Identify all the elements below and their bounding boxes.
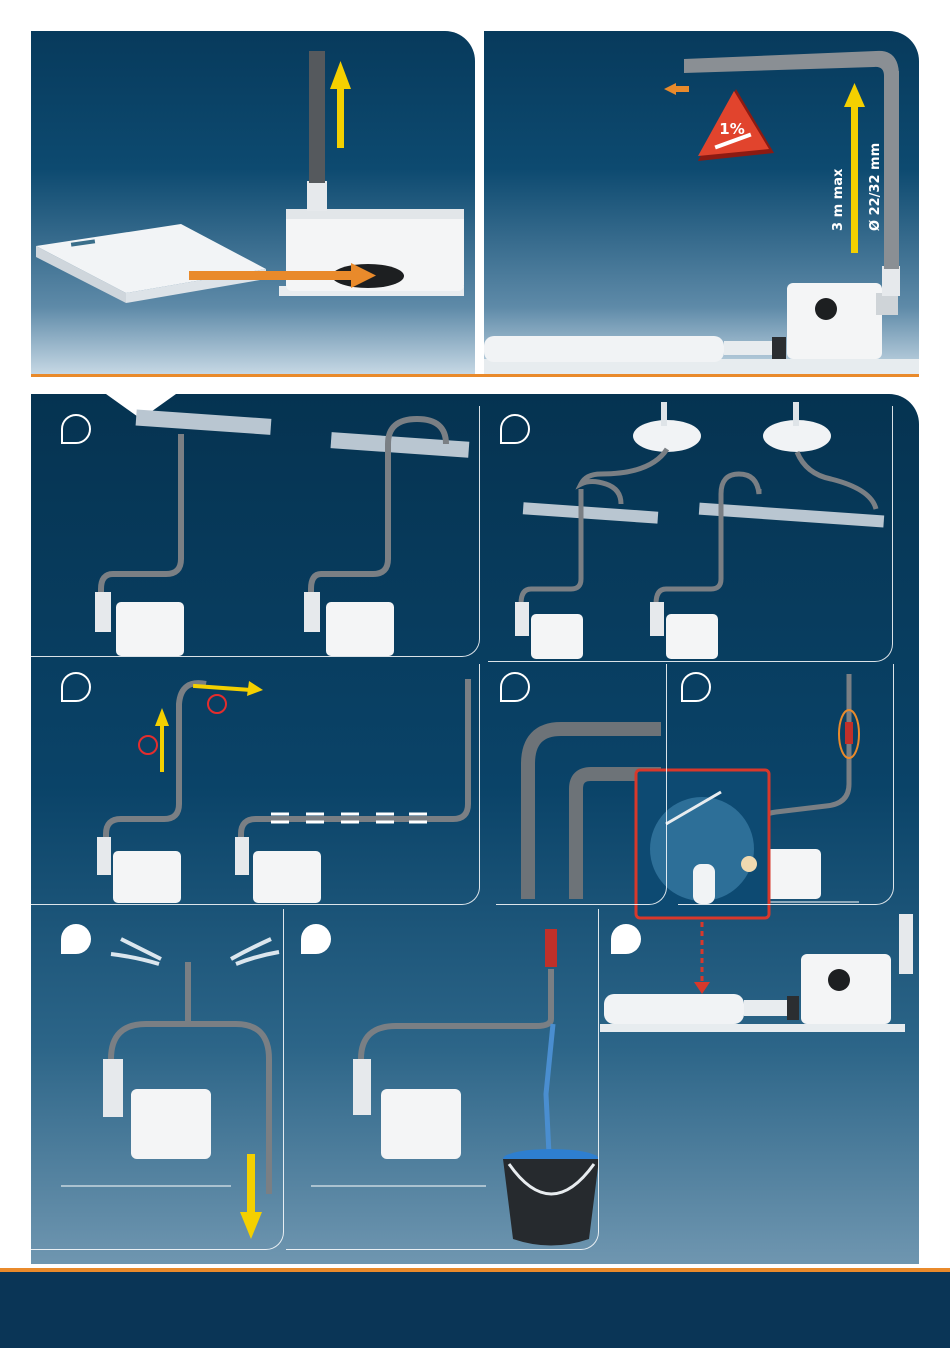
shower-tray-illustration <box>31 31 475 376</box>
diameter-label: Ø 22/32 mm <box>868 143 883 231</box>
step-bubble-icon <box>61 924 91 954</box>
step-bubble-icon <box>301 924 331 954</box>
step-bubble-icon <box>61 672 91 702</box>
shower-tray <box>36 224 266 303</box>
pump-unit <box>787 283 898 359</box>
divider-line <box>31 406 480 657</box>
divider-line <box>678 664 894 905</box>
step-bubble-icon <box>681 672 711 702</box>
arrow-up-icon <box>844 83 865 253</box>
step-bubble-icon <box>500 672 530 702</box>
panel-shower-tray-connection <box>31 31 475 376</box>
step-bubble-icon <box>500 414 530 444</box>
wc-pan <box>484 336 786 362</box>
arrow-up-icon <box>330 61 351 148</box>
slope-label: 1% <box>719 120 744 138</box>
panel-discharge-limits: 1% 3 m max Ø 22/32 mm <box>484 31 919 376</box>
panel-installation-rules <box>31 394 919 1264</box>
slope-arrow-icon <box>664 83 689 95</box>
vertical-pipe <box>309 51 325 183</box>
section-divider <box>31 374 919 377</box>
step-bubble-icon <box>611 924 641 954</box>
height-label: 3 m max <box>831 168 846 231</box>
page-footer <box>0 1268 950 1348</box>
step-bubble-icon <box>61 414 91 444</box>
discharge-illustration: 1% 3 m max Ø 22/32 mm <box>484 31 919 376</box>
divider-line <box>286 909 599 1250</box>
divider-line <box>31 909 284 1250</box>
divider-line <box>488 406 893 662</box>
divider-line <box>31 664 480 905</box>
warning-triangle-icon: 1% <box>698 89 774 161</box>
